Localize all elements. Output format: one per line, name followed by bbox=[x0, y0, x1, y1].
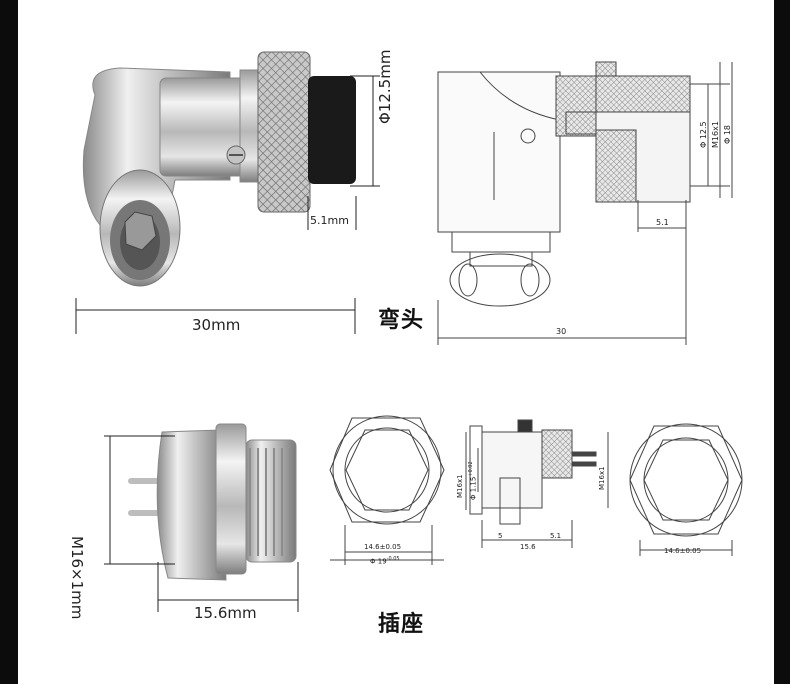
socket-title: 插座 bbox=[378, 612, 425, 637]
elbow-plug-photo bbox=[82, 51, 356, 287]
socket-length-label: 15.6mm bbox=[194, 604, 257, 622]
elbow-drawing-d1: Φ 12.5 bbox=[699, 121, 708, 148]
socket-hex-dim: 14.6±0.05 bbox=[364, 543, 402, 551]
socket-thread-left: M16x1 bbox=[456, 474, 464, 498]
elbow-title: 弯头 bbox=[378, 308, 425, 333]
socket-thread-label: M16×1mm bbox=[68, 536, 86, 620]
socket-thread-right: M16x1 bbox=[598, 466, 606, 490]
socket-photo bbox=[128, 423, 297, 581]
socket-front-drawing bbox=[329, 415, 445, 565]
elbow-drawing-offset: 5.1 bbox=[656, 218, 669, 227]
elbow-drawing-d2: Φ 18 bbox=[723, 124, 732, 144]
elbow-plug-drawing bbox=[437, 61, 733, 345]
socket-seg1: 5 bbox=[498, 532, 503, 540]
socket-rear-drawing bbox=[629, 423, 743, 556]
socket-seg2: 15.6 bbox=[520, 543, 536, 551]
elbow-photo-dimensions bbox=[75, 75, 380, 334]
socket-bore-dim: Φ 1.15+0.02 bbox=[468, 461, 478, 500]
elbow-length-label: 30mm bbox=[192, 316, 241, 334]
socket-photo-dimensions bbox=[104, 435, 299, 612]
elbow-drawing-length: 30 bbox=[556, 327, 567, 336]
elbow-diameter-label: Φ12.5mm bbox=[376, 49, 394, 124]
elbow-drawing-thread: M16x1 bbox=[711, 121, 720, 148]
socket-side-drawing bbox=[465, 419, 609, 548]
socket-outer-dim: Φ 19-0.05 bbox=[370, 556, 400, 566]
socket-seg3: 5.1 bbox=[550, 532, 562, 540]
socket-hex-right-dim: 14.6±0.05 bbox=[664, 547, 702, 555]
elbow-offset-label: 5.1mm bbox=[310, 214, 349, 227]
